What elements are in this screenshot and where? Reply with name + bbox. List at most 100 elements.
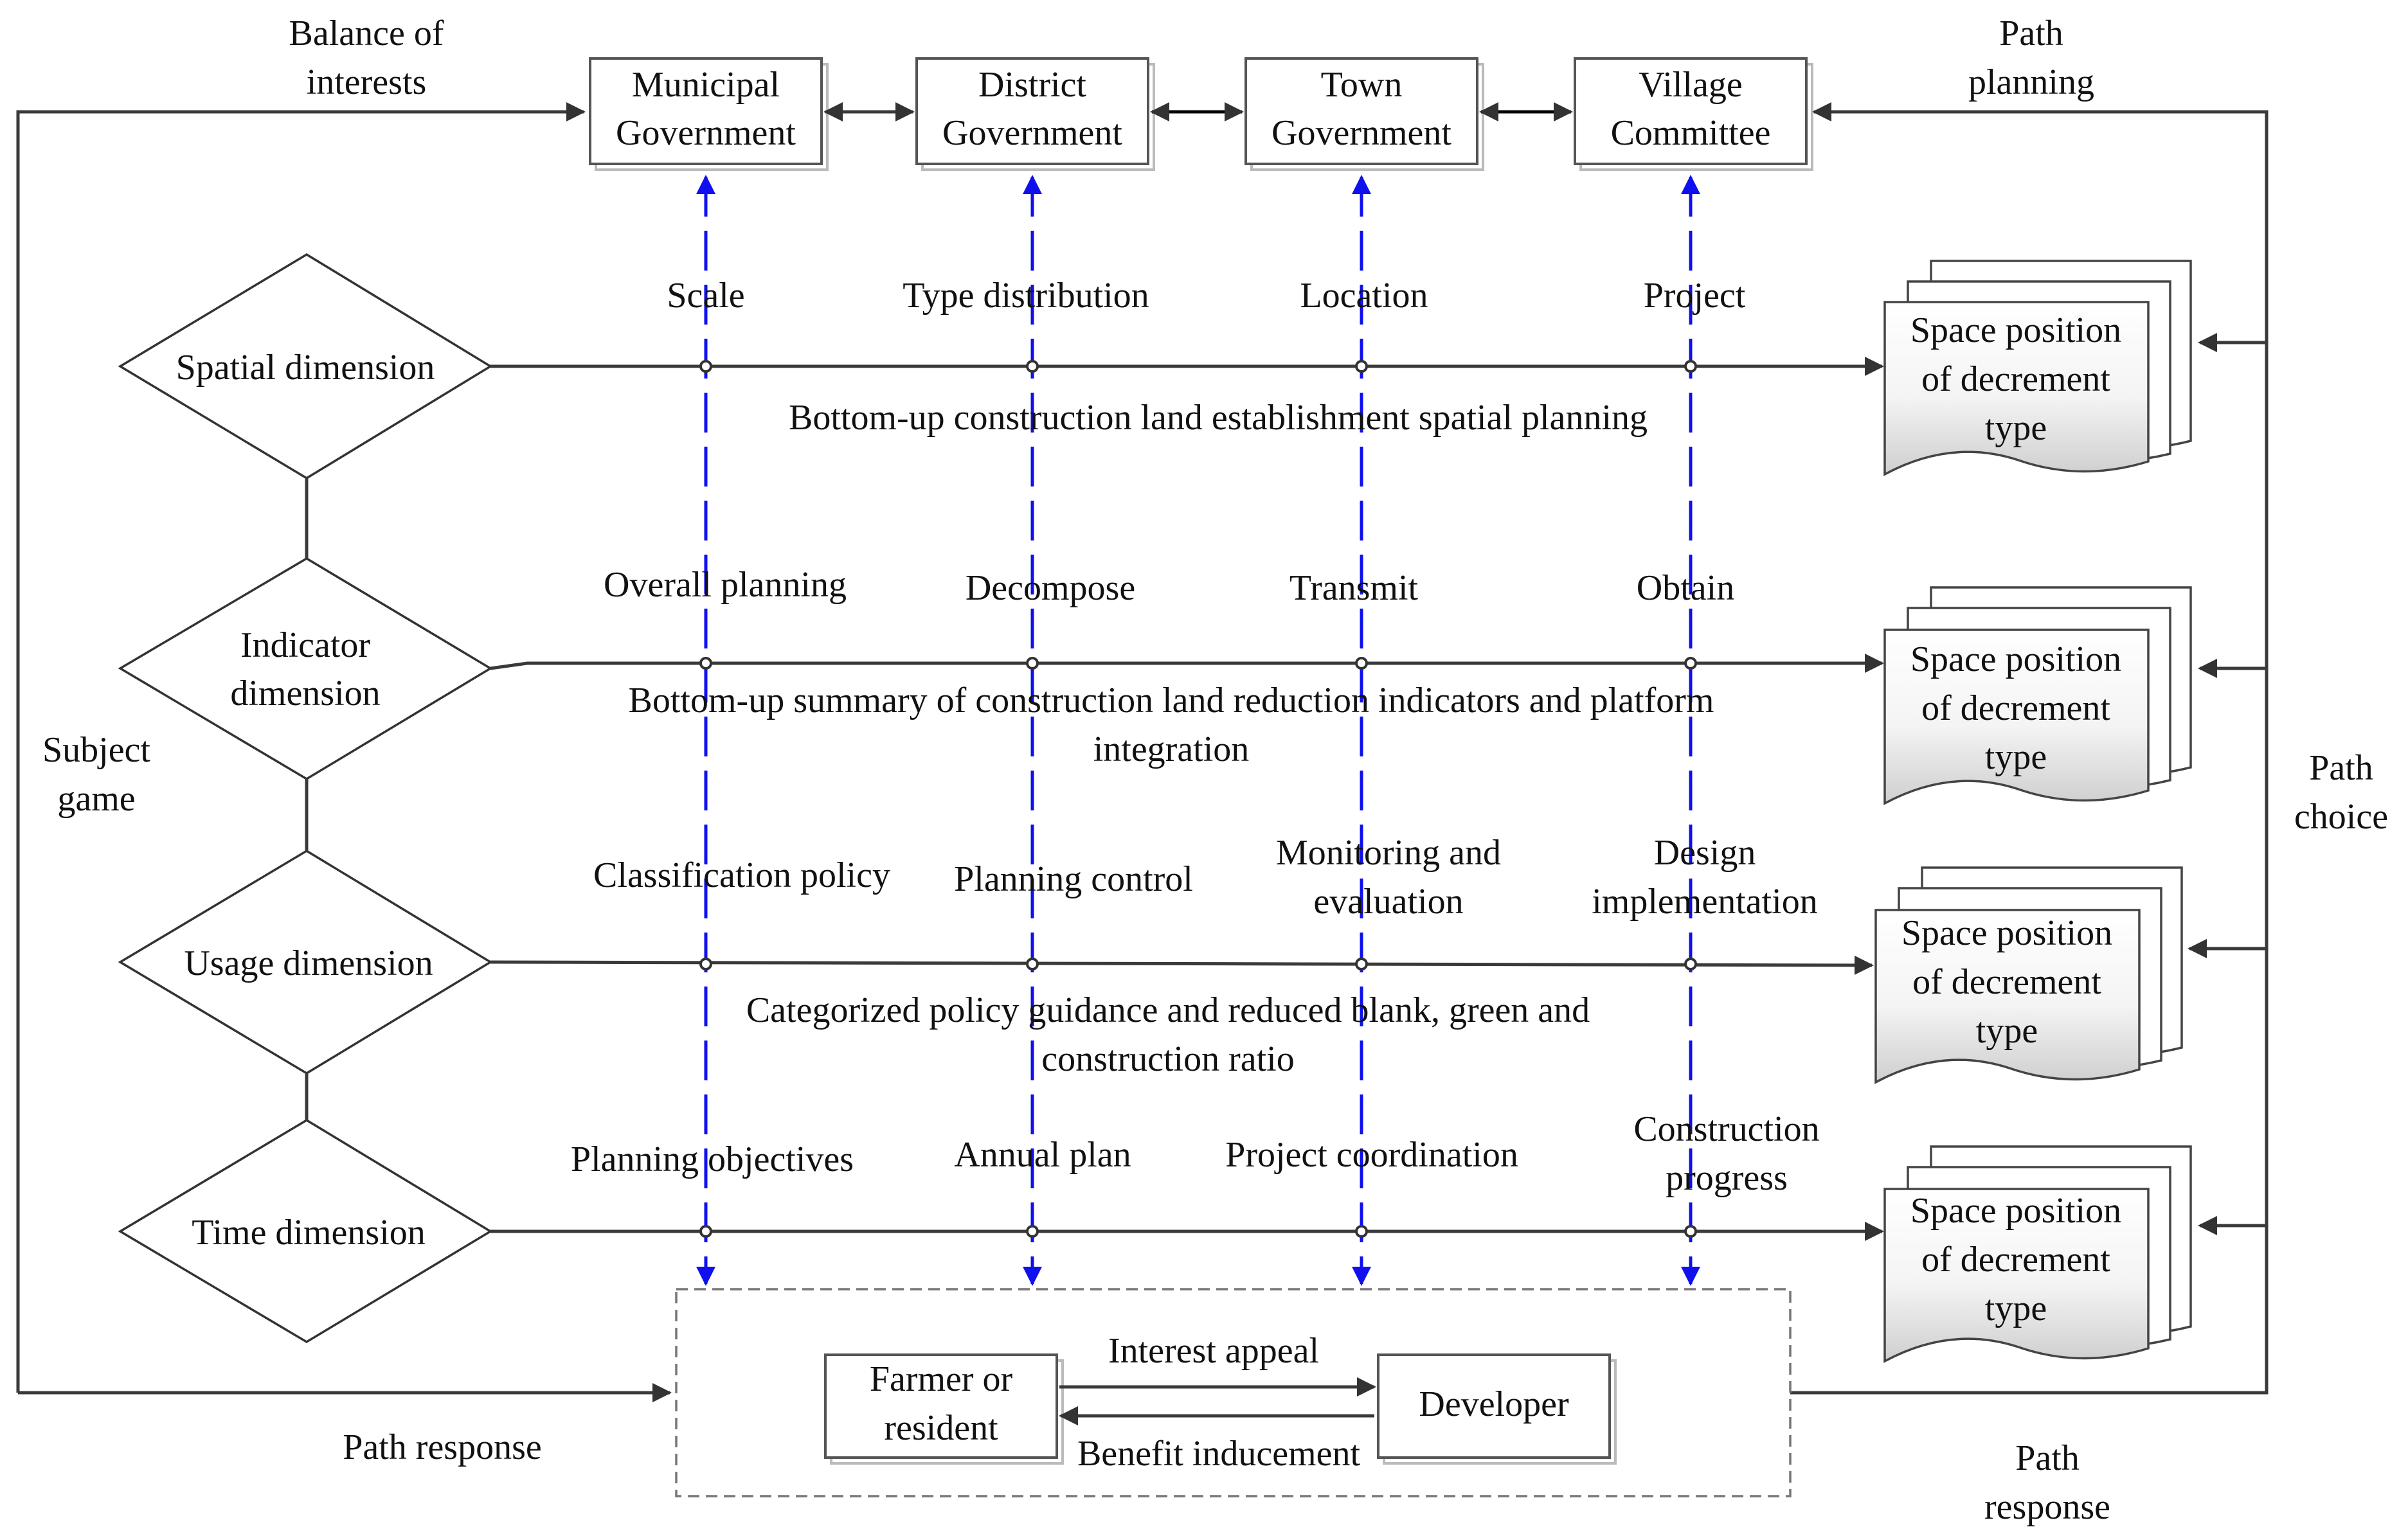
government-label-line2: Government bbox=[616, 113, 796, 153]
government-label-line2: Government bbox=[1271, 113, 1451, 153]
government-box-town: Town Government bbox=[1244, 57, 1484, 171]
document-label: Space position bbox=[1901, 913, 2112, 953]
government-box-district: District Government bbox=[915, 57, 1155, 171]
text-line: evaluation bbox=[1313, 882, 1463, 922]
document-label: of decrement bbox=[1921, 359, 2110, 399]
interest-appeal-label: Interest appeal bbox=[1108, 1331, 1319, 1371]
row-label: Scale bbox=[667, 276, 744, 316]
balance-of-interests-label: Balance of interests bbox=[289, 13, 444, 102]
dimension-label: Time dimension bbox=[192, 1213, 426, 1253]
developer-box: Developer bbox=[1377, 1353, 1617, 1465]
government-label-line1: Municipal bbox=[632, 65, 780, 105]
row-line-indicator bbox=[490, 654, 1884, 673]
text-line: Bottom-up construction land establishmen… bbox=[789, 398, 1648, 438]
text-line: implementation bbox=[1592, 882, 1817, 922]
text-line: Path bbox=[2309, 748, 2373, 788]
government-label-line2: Committee bbox=[1611, 113, 1771, 153]
text-line: choice bbox=[2294, 797, 2388, 837]
document-label: of decrement bbox=[1921, 688, 2110, 728]
row-description: Categorized policy guidance and reduced … bbox=[746, 990, 1590, 1079]
subject-game-label: Subject game bbox=[42, 730, 150, 819]
row-label: Decompose bbox=[966, 568, 1135, 608]
document-label: of decrement bbox=[1912, 962, 2101, 1002]
row-label: Planning control bbox=[954, 859, 1193, 899]
dimension-label: dimension bbox=[230, 674, 380, 713]
row-label: Annual plan bbox=[954, 1135, 1131, 1175]
government-box-village: Village Committee bbox=[1574, 57, 1813, 171]
row-description: Bottom-up construction land establishmen… bbox=[789, 398, 1648, 438]
row-description: Bottom-up summary of construction land r… bbox=[629, 681, 1714, 769]
government-label-line1: Town bbox=[1321, 65, 1403, 105]
document-label: type bbox=[1985, 408, 2047, 448]
row-label: Location bbox=[1300, 276, 1428, 316]
path-response-right-label: Path response bbox=[1984, 1438, 2110, 1527]
text-line: planning bbox=[1968, 62, 2094, 102]
document-label: type bbox=[1976, 1011, 2038, 1051]
row-label: Overall planning bbox=[604, 565, 847, 605]
text-line: game bbox=[57, 779, 135, 819]
document-icon bbox=[1883, 629, 2150, 805]
row-label: Construction progress bbox=[1633, 1109, 1819, 1198]
text-line: Path bbox=[2015, 1438, 2080, 1478]
text-line: resident bbox=[884, 1408, 998, 1448]
text-line: construction ratio bbox=[1041, 1039, 1294, 1079]
row-label: Classification policy bbox=[593, 855, 890, 895]
document-label: type bbox=[1985, 1289, 2047, 1328]
farmer-label: Farmer or resident bbox=[870, 1359, 1013, 1448]
diamond-time-dimension bbox=[118, 1118, 493, 1344]
document-icon bbox=[1883, 1188, 2150, 1363]
row-label: Project coordination bbox=[1225, 1135, 1518, 1175]
document-label: Space position bbox=[1910, 1191, 2121, 1231]
row-label: Transmit bbox=[1289, 568, 1419, 608]
benefit-inducement-label: Benefit inducement bbox=[1077, 1434, 1361, 1474]
developer-label: Developer bbox=[1419, 1384, 1569, 1424]
government-box-municipal: Municipal Government bbox=[589, 57, 829, 171]
document-stack-2: Space position of decrement type bbox=[1883, 586, 2192, 805]
text-line: Subject bbox=[42, 730, 150, 770]
document-label: Space position bbox=[1910, 310, 2121, 350]
dimension-label: Spatial dimension bbox=[176, 348, 435, 388]
path-planning-label: Path planning bbox=[1968, 13, 2094, 102]
document-icon bbox=[1883, 301, 2150, 476]
dimension-label: Indicator bbox=[240, 625, 370, 665]
text-line: Bottom-up summary of construction land r… bbox=[629, 681, 1714, 720]
text-line: Categorized policy guidance and reduced … bbox=[746, 990, 1590, 1030]
row-label: Design implementation bbox=[1592, 833, 1817, 922]
document-icon bbox=[1874, 909, 2141, 1084]
text-line: interests bbox=[307, 62, 427, 102]
text-line: Design bbox=[1654, 833, 1756, 873]
row-label: Project bbox=[1644, 276, 1746, 316]
document-label: Space position bbox=[1910, 639, 2121, 679]
row-label: Obtain bbox=[1637, 568, 1734, 608]
government-label-line1: District bbox=[978, 65, 1086, 105]
row-label: Monitoring and evaluation bbox=[1276, 833, 1501, 922]
government-label-line2: Government bbox=[942, 113, 1122, 153]
dimension-label: Usage dimension bbox=[184, 943, 433, 983]
farmer-box: Farmer or resident bbox=[824, 1353, 1064, 1465]
row-label: Planning objectives bbox=[571, 1139, 854, 1179]
text-line: Construction bbox=[1633, 1109, 1819, 1149]
text-line: Balance of bbox=[289, 13, 444, 53]
text-line: progress bbox=[1666, 1158, 1788, 1198]
right-frame-path bbox=[1790, 102, 2269, 1395]
document-stack-4: Space position of decrement type bbox=[1883, 1145, 2192, 1363]
stakeholder-group-box bbox=[675, 1288, 1792, 1497]
intersection-nodes bbox=[699, 360, 1697, 1238]
text-line: response bbox=[1984, 1487, 2110, 1527]
government-label-line1: Village bbox=[1639, 65, 1742, 105]
document-stack-3: Space position of decrement type bbox=[1874, 866, 2183, 1084]
document-label: type bbox=[1985, 737, 2047, 777]
row-label: Type distribution bbox=[903, 276, 1149, 316]
path-response-left-label: Path response bbox=[343, 1427, 542, 1467]
text-line: Farmer or bbox=[870, 1359, 1013, 1399]
row-line-usage bbox=[490, 955, 1874, 975]
document-stack-1: Space position of decrement type bbox=[1883, 260, 2192, 476]
path-choice-label: Path choice bbox=[2294, 748, 2388, 837]
text-line: integration bbox=[1093, 729, 1250, 769]
text-line: Monitoring and bbox=[1276, 833, 1501, 873]
left-frame-path bbox=[16, 102, 586, 1393]
text-line: Path bbox=[1999, 13, 2063, 53]
diamond-indicator-dimension bbox=[118, 557, 493, 781]
document-label: of decrement bbox=[1921, 1240, 2110, 1280]
